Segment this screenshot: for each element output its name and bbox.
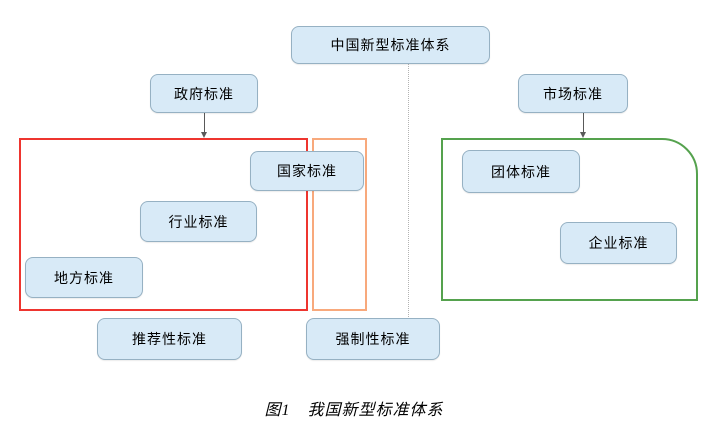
- node-label: 企业标准: [588, 235, 649, 251]
- node-industry-standards: 行业标准: [140, 201, 257, 242]
- node-government-standards: 政府标准: [150, 74, 258, 113]
- node-label: 推荐性标准: [132, 331, 207, 347]
- government-standards-zone: [19, 138, 308, 311]
- node-market-standards: 市场标准: [518, 74, 628, 113]
- root-to-mandatory-dotted-connector: [408, 64, 409, 317]
- node-label: 政府标准: [174, 85, 234, 102]
- figure-caption: 图1 我国新型标准体系: [264, 402, 444, 419]
- node-label: 行业标准: [168, 213, 229, 230]
- mandatory-standards-zone: [312, 138, 367, 311]
- node-label: 地方标准: [54, 269, 114, 286]
- node-local-standards: 地方标准: [25, 257, 143, 298]
- node-label: 中国新型标准体系: [330, 37, 451, 53]
- node-label: 强制性标准: [335, 331, 411, 347]
- node-group-standards: 团体标准: [462, 150, 580, 193]
- market-standards-zone: [441, 138, 698, 301]
- node-mandatory-standards: 强制性标准: [306, 318, 440, 360]
- node-recommended-standards: 推荐性标准: [97, 318, 242, 360]
- node-label: 市场标准: [543, 85, 603, 102]
- market-to-zone-arrow: [580, 113, 586, 138]
- node-national-standards: 国家标准: [250, 151, 364, 191]
- node-label: 团体标准: [491, 163, 551, 180]
- node-china-new-standard-system: 中国新型标准体系: [291, 26, 490, 64]
- node-enterprise-standards: 企业标准: [560, 222, 677, 264]
- government-to-zone-arrow: [201, 113, 207, 138]
- node-label: 国家标准: [277, 163, 337, 179]
